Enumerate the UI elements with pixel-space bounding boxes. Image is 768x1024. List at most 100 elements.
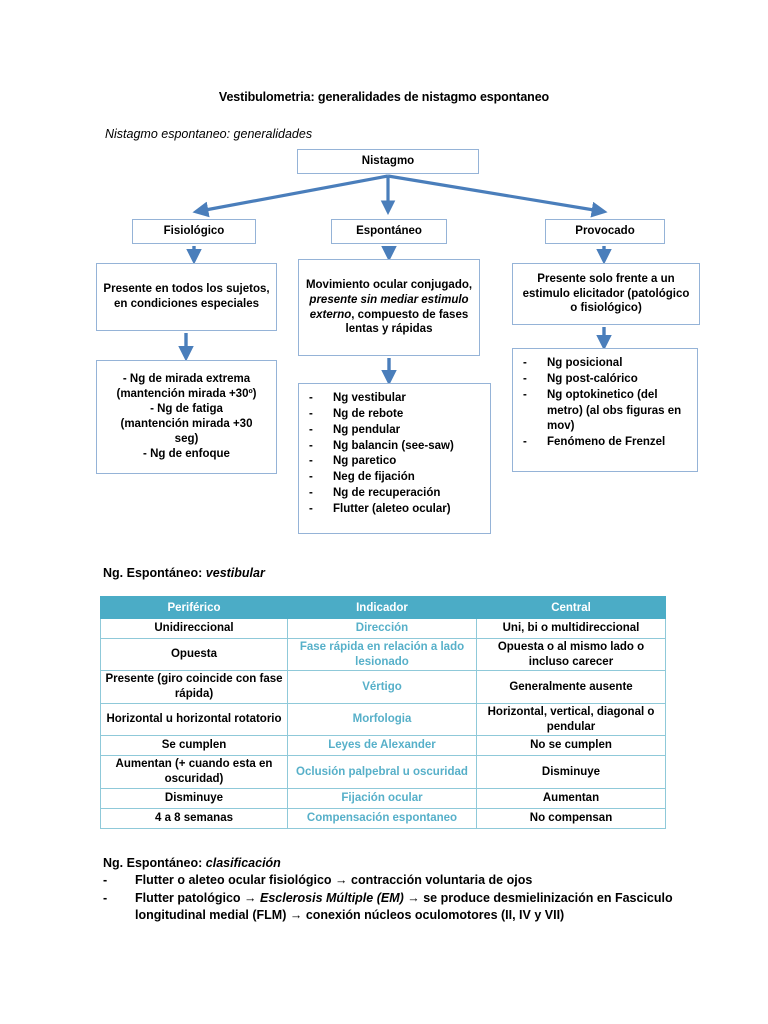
cell-peripheral: Unidireccional bbox=[100, 618, 288, 639]
table-row: Disminuye Fijación ocular Aumentan bbox=[100, 787, 666, 809]
cell-central: No compensan bbox=[476, 807, 666, 829]
cell-central: Uni, bi o multidireccional bbox=[476, 618, 666, 639]
cell-peripheral: Horizontal u horizontal rotatorio bbox=[100, 702, 288, 737]
section-heading-vestibular: Ng. Espontáneo: vestibular bbox=[103, 566, 265, 580]
espontaneo-item-label: Ng de recuperación bbox=[333, 487, 441, 500]
dash-bullet: - bbox=[523, 357, 527, 369]
flow-node-fisiologico-label: Fisiológico bbox=[163, 225, 225, 238]
list-item: - Flutter o aleteo ocular fisiológico → … bbox=[103, 872, 673, 889]
section-heading-vestibular-bold: Ng. Espontáneo: bbox=[103, 566, 203, 580]
flow-box-provocado-items: - Ng posicional - Ng post-calórico - Ng … bbox=[512, 348, 698, 472]
list-item: - Ng posicional bbox=[523, 356, 691, 372]
classification-item-2-part2: → se produce desmielinización en Fascicu… bbox=[135, 890, 673, 922]
fisiologico-detail-line: - Ng de enfoque bbox=[143, 447, 230, 460]
provocado-item-label: Ng post-calórico bbox=[547, 372, 638, 385]
espontaneo-item-label: Ng pendular bbox=[333, 423, 401, 436]
list-item: - Ng post-calórico bbox=[523, 372, 691, 388]
espontaneo-item-label: Ng balancin (see-saw) bbox=[333, 439, 454, 452]
cell-indicator: Morfologia bbox=[287, 702, 477, 737]
flow-box-provocado-description: Presente solo frente a un estimulo elici… bbox=[512, 263, 700, 325]
list-item: - Flutter (aleteo ocular) bbox=[309, 502, 484, 518]
dash-bullet: - bbox=[309, 439, 313, 452]
classification-item-2-part1: Flutter patológico → bbox=[135, 890, 260, 905]
fisiologico-detail-line: - Ng de mirada extrema bbox=[122, 373, 251, 386]
cell-peripheral: Aumentan (+ cuando esta en oscuridad) bbox=[100, 755, 288, 789]
dash-bullet: - bbox=[309, 503, 313, 516]
flow-node-nistagmo-label: Nistagmo bbox=[361, 155, 415, 168]
section-heading-clasificacion: Ng. Espontáneo: clasificación bbox=[103, 856, 281, 870]
provocado-item-label: Ng posicional bbox=[547, 357, 623, 369]
flow-box-espontaneo-description: Movimiento ocular conjugado, presente si… bbox=[298, 259, 480, 356]
flow-node-espontaneo-label: Espontáneo bbox=[356, 225, 422, 238]
cell-peripheral: Disminuye bbox=[100, 787, 288, 809]
dash-bullet: - bbox=[103, 873, 108, 887]
flowchart: Nistagmo Fisiológico Espontáneo Provocad… bbox=[96, 149, 700, 534]
cell-peripheral: Se cumplen bbox=[100, 735, 288, 757]
classification-item-2: Flutter patológico → Esclerosis Múltiple… bbox=[135, 890, 673, 924]
cell-indicator: Fijación ocular bbox=[287, 787, 477, 809]
espontaneo-item-label: Neg de fijación bbox=[333, 471, 415, 484]
dash-bullet: - bbox=[309, 487, 313, 500]
section-heading-generalidades: Nistagmo espontaneo: generalidades bbox=[105, 127, 313, 141]
cell-indicator: Dirección bbox=[287, 618, 477, 639]
table-row: Unidireccional Dirección Uni, bi o multi… bbox=[100, 618, 666, 639]
cell-indicator: Fase rápida en relación a lado lesionado bbox=[287, 637, 477, 672]
flow-node-provocado-label: Provocado bbox=[575, 225, 635, 238]
column-header-indicador: Indicador bbox=[287, 596, 477, 619]
list-item: - Ng optokinetico (del metro) (al obs fi… bbox=[523, 388, 691, 436]
cell-central: Opuesta o al mismo lado o incluso carece… bbox=[476, 637, 666, 672]
dash-bullet: - bbox=[309, 392, 313, 404]
flow-node-provocado[interactable]: Provocado bbox=[545, 219, 665, 244]
cell-central: Aumentan bbox=[476, 787, 666, 809]
cell-peripheral: 4 a 8 semanas bbox=[100, 807, 288, 829]
section-heading-clasificacion-bold: Ng. Espontáneo: bbox=[103, 856, 203, 870]
comparison-table: Periférico Indicador Central Unidireccio… bbox=[100, 596, 666, 829]
column-header-periferico: Periférico bbox=[100, 596, 288, 619]
provocado-item-label: Ng optokinetico (del metro) (al obs figu… bbox=[547, 388, 682, 433]
list-item: - Neg de fijación bbox=[309, 470, 484, 486]
list-item: - Ng pendular bbox=[309, 423, 484, 439]
dash-bullet: - bbox=[309, 407, 313, 420]
flow-node-fisiologico[interactable]: Fisiológico bbox=[132, 219, 256, 244]
fisiologico-detail-line: - Ng de fatiga bbox=[150, 403, 223, 416]
list-item: - Ng balancin (see-saw) bbox=[309, 439, 484, 455]
table-row: Presente (giro coincide con fase rápida)… bbox=[100, 670, 666, 704]
classification-item-1: Flutter o aleteo ocular fisiológico → co… bbox=[135, 873, 533, 887]
flow-box-espontaneo-items: - Ng vestibular - Ng de rebote - Ng pend… bbox=[298, 383, 491, 534]
flow-box-fisiologico-description: Presente en todos los sujetos, en condic… bbox=[96, 263, 277, 331]
fisiologico-detail-line: (mantención mirada +30 bbox=[120, 418, 253, 430]
flow-node-espontaneo[interactable]: Espontáneo bbox=[331, 219, 447, 244]
list-item: - Fenómeno de Frenzel bbox=[523, 435, 691, 451]
table-row: Opuesta Fase rápida en relación a lado l… bbox=[100, 637, 666, 672]
provocado-item-label: Fenómeno de Frenzel bbox=[547, 436, 666, 449]
cell-peripheral: Opuesta bbox=[100, 637, 288, 672]
cell-central: Disminuye bbox=[476, 755, 666, 789]
cell-central: No se cumplen bbox=[476, 735, 666, 757]
dash-bullet: - bbox=[309, 471, 313, 484]
table-header-row: Periférico Indicador Central bbox=[100, 596, 666, 619]
table-row: Aumentan (+ cuando esta en oscuridad) Oc… bbox=[100, 755, 666, 789]
provocado-description-text: Presente solo frente a un estimulo elici… bbox=[522, 272, 690, 315]
flow-box-fisiologico-details: - Ng de mirada extrema (mantención mirad… bbox=[96, 360, 277, 474]
dash-bullet: - bbox=[523, 388, 527, 401]
list-item: - Ng vestibular bbox=[309, 391, 484, 407]
fisiologico-detail-line: seg) bbox=[174, 432, 199, 445]
fisiologico-detail-line: (mantención mirada +30º) bbox=[116, 388, 257, 401]
cell-indicator: Oclusión palpebral u oscuridad bbox=[287, 755, 477, 789]
cell-central: Generalmente ausente bbox=[476, 670, 666, 704]
table-row: 4 a 8 semanas Compensación espontaneo No… bbox=[100, 807, 666, 829]
table-row: Horizontal u horizontal rotatorio Morfol… bbox=[100, 702, 666, 737]
espontaneo-item-label: Ng de rebote bbox=[333, 407, 404, 420]
list-item: - Flutter patológico → Esclerosis Múltip… bbox=[103, 890, 673, 924]
list-item: - Ng de rebote bbox=[309, 407, 484, 423]
section-heading-vestibular-italic: vestibular bbox=[202, 566, 265, 580]
cell-peripheral: Presente (giro coincide con fase rápida) bbox=[100, 670, 288, 704]
classification-list: - Flutter o aleteo ocular fisiológico → … bbox=[103, 872, 673, 924]
espontaneo-item-label: Ng paretico bbox=[333, 455, 397, 468]
cell-indicator: Compensación espontaneo bbox=[287, 807, 477, 829]
page-title: Vestibulometria: generalidades de nistag… bbox=[218, 90, 550, 104]
cell-indicator: Leyes de Alexander bbox=[287, 735, 477, 757]
dash-bullet: - bbox=[309, 455, 313, 468]
flow-node-nistagmo[interactable]: Nistagmo bbox=[297, 149, 479, 174]
